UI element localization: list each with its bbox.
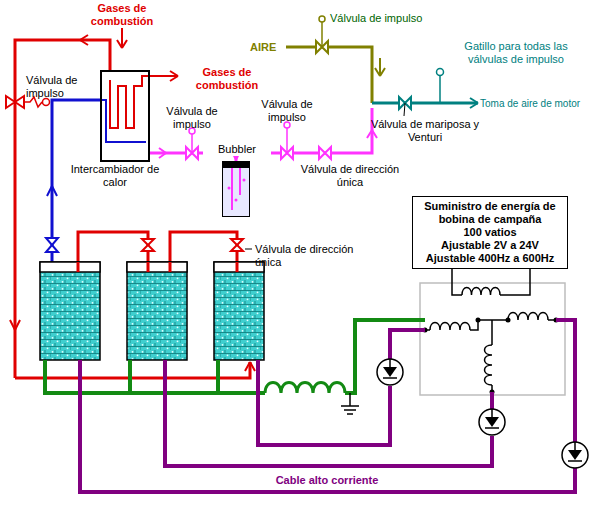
part-label: Gatillo para todas las válvulas de impul… xyxy=(446,40,586,66)
flow-arrow xyxy=(375,58,385,76)
node-text: Bubbler xyxy=(203,143,271,156)
ground-wire xyxy=(45,320,425,393)
intake-pipe xyxy=(372,102,478,105)
high-current-cable xyxy=(390,330,425,359)
part-label: Válvula de dirección única xyxy=(255,243,355,269)
bubbler-tube xyxy=(232,161,240,210)
flow-arrow xyxy=(470,98,478,108)
water-coil xyxy=(100,100,146,142)
coil-winding xyxy=(430,323,470,331)
node-text: Suministro de energía de bobina de campa… xyxy=(415,200,565,226)
transformer-frame xyxy=(420,283,565,395)
flow-arrow xyxy=(245,362,255,371)
node-text: Ajustable 2V a 24V xyxy=(415,239,565,252)
coil-winding xyxy=(485,345,493,385)
high-current-cable xyxy=(556,320,575,442)
coil-winding xyxy=(265,383,345,394)
gas-pipe xyxy=(15,362,250,378)
flow-arrow xyxy=(117,28,127,48)
part-label: Válvula de impulso xyxy=(26,74,88,100)
node-text: Ajustable 400Hz a 600Hz xyxy=(415,252,565,265)
tank-lid xyxy=(127,262,187,272)
tank-lid xyxy=(40,262,100,272)
part-label: Gases de combustión xyxy=(182,66,272,92)
tank xyxy=(214,262,264,360)
part-label: Cable alto corriente xyxy=(262,474,392,487)
bubbler-jar: Bubbler xyxy=(222,161,250,217)
valve-trigger xyxy=(43,99,50,106)
ground-symbol xyxy=(341,393,359,414)
secondary-wire xyxy=(425,320,556,392)
pipe xyxy=(78,262,237,272)
flow-arrow xyxy=(170,71,178,81)
coil-winding xyxy=(462,288,500,296)
node-text: Intercambiador de calor xyxy=(60,163,170,189)
diode-symbol xyxy=(377,359,403,385)
pipe xyxy=(170,232,237,262)
part-label: Válvula de dirección única xyxy=(300,163,400,189)
tank xyxy=(40,262,100,360)
diode-symbol xyxy=(479,409,505,435)
check-valve xyxy=(142,239,154,251)
trigger-stem xyxy=(439,75,441,103)
flow-arrow xyxy=(80,35,88,45)
valve-stem xyxy=(321,22,323,47)
pipe xyxy=(78,232,148,262)
bubble-dot xyxy=(243,179,246,182)
part-label: Válvula de impulso xyxy=(330,12,450,25)
trigger xyxy=(437,69,444,76)
diode-symbol xyxy=(383,359,397,378)
part-label: Toma de aire de motor xyxy=(480,97,592,110)
check-valve xyxy=(231,239,243,251)
high-current-cable xyxy=(80,360,575,492)
tank xyxy=(127,262,187,360)
part-label: Válvula de impulso xyxy=(250,98,324,124)
part-label: AIRE xyxy=(250,41,284,54)
valve-stem xyxy=(286,128,288,153)
flow-arrow xyxy=(367,130,377,138)
valve-stem xyxy=(191,134,193,153)
bubble-dot xyxy=(235,199,238,202)
diode-symbol xyxy=(485,417,499,427)
valve xyxy=(46,238,58,252)
diode-symbol xyxy=(562,442,588,468)
gas-serpentine xyxy=(110,76,178,128)
coil-winding xyxy=(508,313,548,321)
flow-arrow xyxy=(159,148,166,158)
diode-symbol xyxy=(568,442,582,461)
impulse-valve xyxy=(6,96,24,108)
valve-trigger xyxy=(319,16,325,22)
part-label: Válvula de impulso xyxy=(156,105,228,131)
diode-symbol xyxy=(383,367,397,377)
high-current-cable xyxy=(165,360,492,466)
bubble-dot xyxy=(228,187,231,190)
leader-line xyxy=(245,249,252,250)
terminal xyxy=(476,318,481,323)
high-current-cable xyxy=(258,360,390,445)
heat-exchanger: Intercambiador de calor xyxy=(100,70,150,162)
node-text: 100 vatios xyxy=(415,226,565,239)
high-current-cable xyxy=(490,392,494,409)
diode-symbol xyxy=(485,409,499,428)
part-label: Válvula de mariposa y Venturi xyxy=(370,118,480,144)
flow-arrow xyxy=(10,320,20,330)
check-valve xyxy=(319,147,331,159)
leader-line xyxy=(404,103,405,116)
bubbler-jar xyxy=(223,168,249,216)
flow-arrow xyxy=(47,186,57,196)
diode-symbol xyxy=(568,450,582,460)
power-supply-box: Suministro de energía de bobina de campa… xyxy=(412,196,568,269)
part-label: Gases de combustión xyxy=(70,2,174,28)
gas-pipe xyxy=(15,40,110,378)
